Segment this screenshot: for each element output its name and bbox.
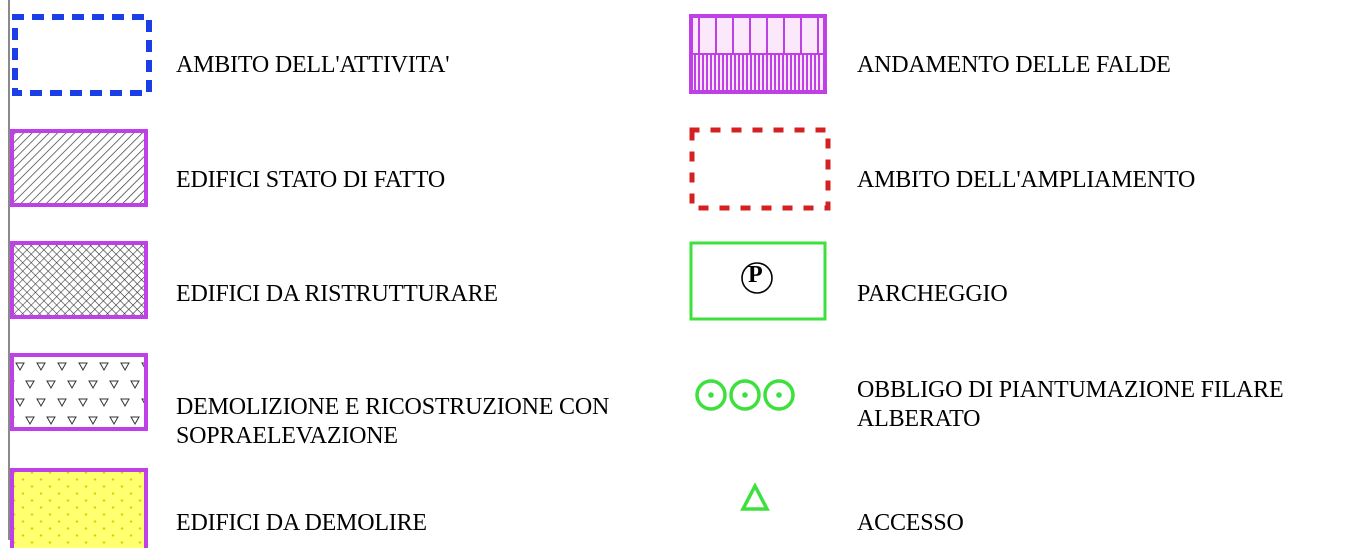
ambito-ampliamento-symbol — [689, 127, 831, 211]
piantumazione-label-line2: ALBERATO — [857, 406, 981, 432]
left-border-line — [8, 0, 10, 540]
stato-di-fatto-symbol — [10, 129, 148, 207]
piantumazione-label-line1: OBBLIGO DI PIANTUMAZIONE FILARE — [857, 377, 1284, 403]
stato-di-fatto-label: EDIFICI STATO DI FATTO — [176, 167, 446, 193]
andamento-falde-label: ANDAMENTO DELLE FALDE — [857, 52, 1171, 78]
demolizione-ricostruzione-label-line1: DEMOLIZIONE E RICOSTRUZIONE CON — [176, 394, 610, 420]
demolizione-ricostruzione-label-line2: SOPRAELEVAZIONE — [176, 423, 398, 449]
da-ristrutturare-symbol — [10, 241, 148, 319]
andamento-falde-symbol — [689, 14, 829, 94]
da-demolire-symbol — [10, 468, 148, 548]
parcheggio-symbol — [689, 241, 829, 323]
da-demolire-label: EDIFICI DA DEMOLIRE — [176, 510, 427, 536]
parcheggio-letter: P — [748, 262, 763, 288]
accesso-label: ACCESSO — [857, 510, 964, 536]
triangle-icon — [740, 482, 770, 513]
parcheggio-label: PARCHEGGIO — [857, 281, 1008, 307]
ambito-attivita-label: AMBITO DELL'ATTIVITA' — [176, 52, 450, 78]
demolizione-ricostruzione-symbol — [10, 353, 148, 431]
ambito-ampliamento-label: AMBITO DELL'AMPLIAMENTO — [857, 167, 1196, 193]
da-ristrutturare-label: EDIFICI DA RISTRUTTURARE — [176, 281, 498, 307]
three-circles-icon — [694, 378, 810, 412]
ambito-attivita-symbol — [12, 14, 152, 96]
